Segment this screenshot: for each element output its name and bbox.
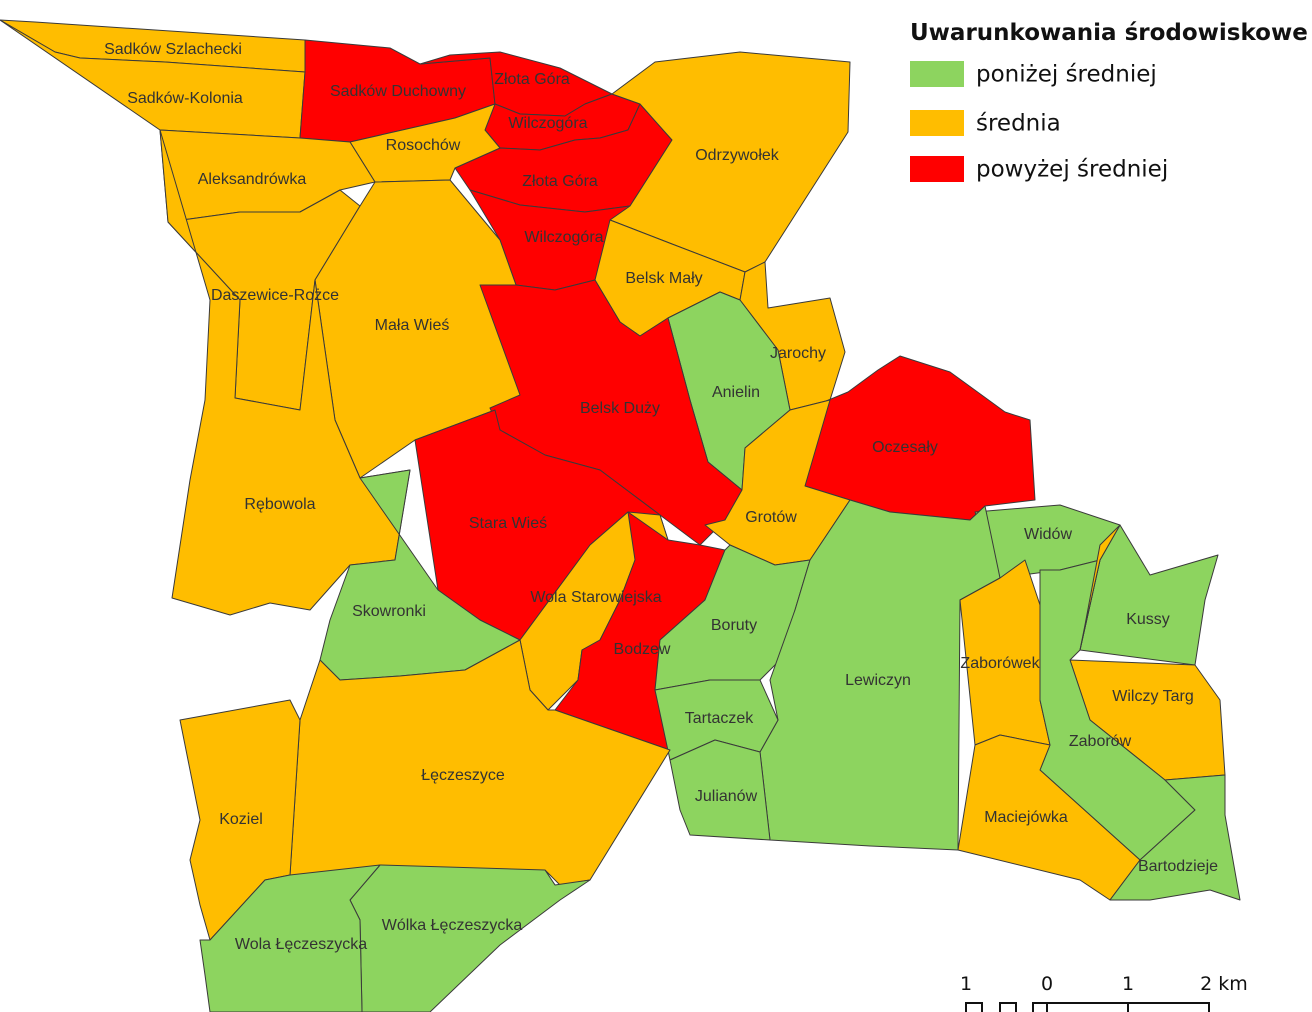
regions-layer: [0, 19, 1241, 1012]
legend-item-srednia: średnia: [910, 110, 1061, 137]
region-label-lewiczyn: Lewiczyn: [845, 672, 911, 689]
region-label-rosochow: Rosochów: [386, 137, 461, 154]
scale-label-2km: 2 km: [1200, 973, 1248, 995]
region-label-sadkow-kolonia: Sadków-Kolonia: [127, 90, 243, 107]
region-label-julianow: Julianów: [695, 788, 758, 805]
region-label-tartaczek: Tartaczek: [685, 710, 754, 727]
region-label-rebowola: Rębowola: [244, 496, 315, 513]
region-label-koziel: Koziel: [219, 811, 263, 828]
region-boruty: [654, 544, 811, 691]
region-label-stara-wies: Stara Wieś: [469, 515, 547, 532]
scale-label-0: 0: [1041, 973, 1053, 995]
region-label-aleksandrowka: Aleksandrówka: [198, 171, 307, 188]
region-label-wilczogora-south: Wilczogóra: [524, 229, 603, 246]
scale-label-1-right: 1: [1122, 973, 1134, 995]
legend-swatch-srednia: [910, 110, 964, 136]
region-label-widow: Widów: [1024, 526, 1072, 543]
region-label-maciejowka: Maciejówka: [984, 809, 1068, 826]
region-label-wola-starowiejska: Wola Starowiejska: [530, 589, 661, 606]
region-label-zlota-gora-south: Złota Góra: [522, 173, 598, 190]
region-label-oczesaly: Oczesały: [872, 439, 938, 456]
region-label-zaborow: Zaborów: [1069, 733, 1132, 750]
legend-item-powyzej: powyżej średniej: [910, 156, 1168, 183]
region-label-zaborowek: Zaborówek: [960, 655, 1040, 672]
region-label-mala-wies: Mała Wieś: [375, 317, 450, 334]
region-label-odrzywolek: Odrzywołek: [695, 147, 780, 164]
region-label-bodzew: Bodzew: [614, 641, 671, 658]
region-label-sadkow-szlachecki: Sadków Szlachecki: [104, 41, 242, 58]
region-label-bartodzieje: Bartodzieje: [1138, 858, 1218, 875]
region-julianow: [669, 739, 771, 841]
region-label-anielin: Anielin: [712, 384, 760, 401]
region-label-belsk-duzy: Belsk Duży: [580, 400, 660, 417]
region-label-wolka-leczeszycka: Wólka Łęczeszycka: [382, 917, 523, 934]
region-label-wilczogora-north: Wilczogóra: [508, 115, 587, 132]
scale-tick-2: [999, 1002, 1017, 1012]
region-wolka-leczeszycka: [349, 864, 591, 1012]
region-label-skowronki: Skowronki: [352, 603, 426, 620]
region-label-wola-leczeszycka: Wola Łęczeszycka: [235, 936, 367, 953]
legend: Uwarunkowania środowiskowe poniżej średn…: [910, 20, 1308, 183]
region-label-leczeszyce: Łęczeszyce: [421, 767, 505, 784]
scale-label-1-left: 1: [960, 973, 972, 995]
region-bartodzieje: [1109, 774, 1241, 901]
region-bartodzieje-strip: [1079, 524, 1121, 651]
region-label-kussy: Kussy: [1126, 611, 1170, 628]
legend-title: Uwarunkowania środowiskowe: [910, 20, 1308, 46]
region-label-daszewice-rozce: Daszewice-Rożce: [211, 287, 339, 304]
legend-label-srednia: średnia: [976, 111, 1061, 137]
region-label-grotow: Grotów: [745, 509, 797, 526]
legend-label-ponizej: poniżej średniej: [976, 62, 1157, 88]
region-label-boruty: Boruty: [711, 617, 757, 634]
region-label-zlota-gora-north: Złota Góra: [494, 71, 570, 88]
scale-tick-1: [965, 1002, 983, 1012]
scale-bar: 1 0 1 2 km: [960, 973, 1248, 1012]
legend-item-ponizej: poniżej średniej: [910, 61, 1157, 88]
scale-segment-2: [1127, 1002, 1210, 1012]
scale-tick-3: [1032, 1002, 1048, 1012]
scale-segment-1: [1046, 1002, 1129, 1012]
legend-label-powyzej: powyżej średniej: [976, 157, 1168, 183]
region-label-jarochy: Jarochy: [770, 345, 826, 362]
region-label-sadkow-duchowny: Sadków Duchowny: [330, 83, 466, 100]
region-label-wilczy-targ: Wilczy Targ: [1112, 688, 1194, 705]
legend-swatch-powyzej: [910, 156, 964, 182]
region-label-belsk-maly: Belsk Mały: [625, 270, 702, 287]
legend-swatch-ponizej: [910, 61, 964, 87]
region-wola-leczeszycka: [199, 864, 381, 1012]
